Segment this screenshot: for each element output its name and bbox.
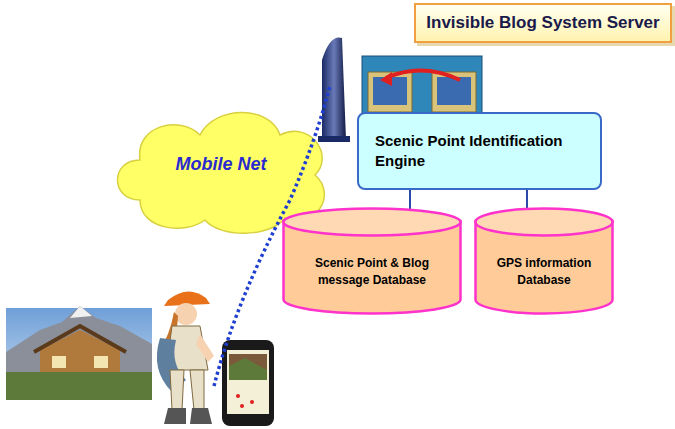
server-title-box: Invisible Blog System Server [414, 3, 672, 43]
process-box: Scenic Point Identification Engine [357, 112, 602, 190]
node-label: Mobile Net [175, 154, 266, 175]
database-cylinder: GPS information Database [474, 207, 614, 315]
connector-line [410, 190, 411, 209]
connector-line [527, 190, 528, 208]
node-label: GPS information Database [484, 255, 604, 289]
node-label: Scenic Point & Blog message Database [292, 255, 452, 289]
server-tower [318, 37, 350, 142]
node-label: Scenic Point Identification Engine [375, 131, 565, 172]
mobile-phone [222, 340, 274, 426]
node-label: Invisible Blog System Server [426, 13, 659, 33]
database-cylinder: Scenic Point & Blog message Database [282, 207, 462, 315]
scenery-photo [6, 306, 152, 400]
hiker-figure [157, 291, 214, 424]
